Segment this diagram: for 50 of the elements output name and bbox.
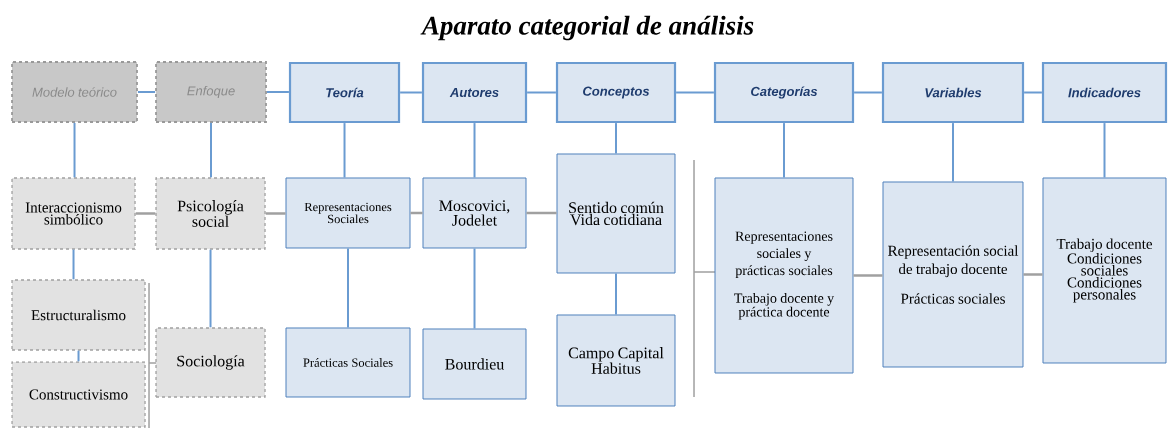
connector-line xyxy=(347,247,349,329)
concept-box: Sentido común Vida cotidiana xyxy=(556,153,676,274)
concept-box: Campo Capital Habitus xyxy=(556,314,676,407)
header-box: Teoría xyxy=(288,61,401,124)
connector-line xyxy=(615,272,617,316)
connector-line xyxy=(265,91,290,93)
connector-line xyxy=(526,211,557,215)
concept-box: Representaciones sociales y prácticas sociales Trabajo docente y práctica docente xyxy=(714,177,854,374)
connector-line xyxy=(615,122,617,155)
connector-line xyxy=(853,91,883,94)
header-box: Enfoque xyxy=(155,61,267,123)
concept-box: Moscovici, Jodelet xyxy=(422,177,527,249)
header-box: Variables xyxy=(881,61,1025,124)
concept-box: Psicología social xyxy=(155,177,266,250)
connector-line xyxy=(1023,273,1043,276)
connector-line xyxy=(343,122,346,179)
connector-line xyxy=(72,248,75,281)
concept-box: Trabajo docente Condiciones sociales Condiciones personales xyxy=(1042,177,1167,364)
title: Aparato categorial de análisis xyxy=(420,15,754,41)
connector-line xyxy=(209,248,212,329)
connector-line xyxy=(399,91,423,94)
concept-box: Constructivismo xyxy=(11,361,146,428)
concept-box: Representaciones Sociales xyxy=(285,177,411,249)
concept-box: Representación social de trabajo docente Prácticas sociales xyxy=(882,181,1024,368)
connector-line xyxy=(1103,122,1106,179)
connector-line xyxy=(73,121,76,179)
concept-box: Sociología xyxy=(155,327,266,398)
connector-line xyxy=(1023,91,1043,94)
connector-line xyxy=(135,212,156,215)
header-box: Autores xyxy=(421,61,528,124)
connector-line xyxy=(952,122,954,183)
concept-box: Interaccionismo simbólico xyxy=(11,177,136,250)
connector-line xyxy=(473,122,476,179)
concept-box: Estructuralismo xyxy=(11,279,146,351)
connector-line xyxy=(853,274,883,277)
concept-box: Prácticas Sociales xyxy=(285,327,411,398)
connector-line xyxy=(210,121,212,179)
header-box: Modelo teórico xyxy=(11,61,138,123)
connector-line xyxy=(783,122,785,179)
connector-line xyxy=(526,91,557,94)
connector-line xyxy=(473,247,476,330)
concept-box: Bourdieu xyxy=(422,328,527,400)
header-box: Conceptos xyxy=(555,61,677,124)
connector-line xyxy=(675,91,715,94)
header-box: Indicadores xyxy=(1041,61,1168,124)
connector-line xyxy=(77,349,80,363)
connector-line xyxy=(265,212,286,215)
connector-line xyxy=(410,211,423,215)
connector-line xyxy=(136,91,157,93)
header-box: Categorías xyxy=(713,61,855,124)
